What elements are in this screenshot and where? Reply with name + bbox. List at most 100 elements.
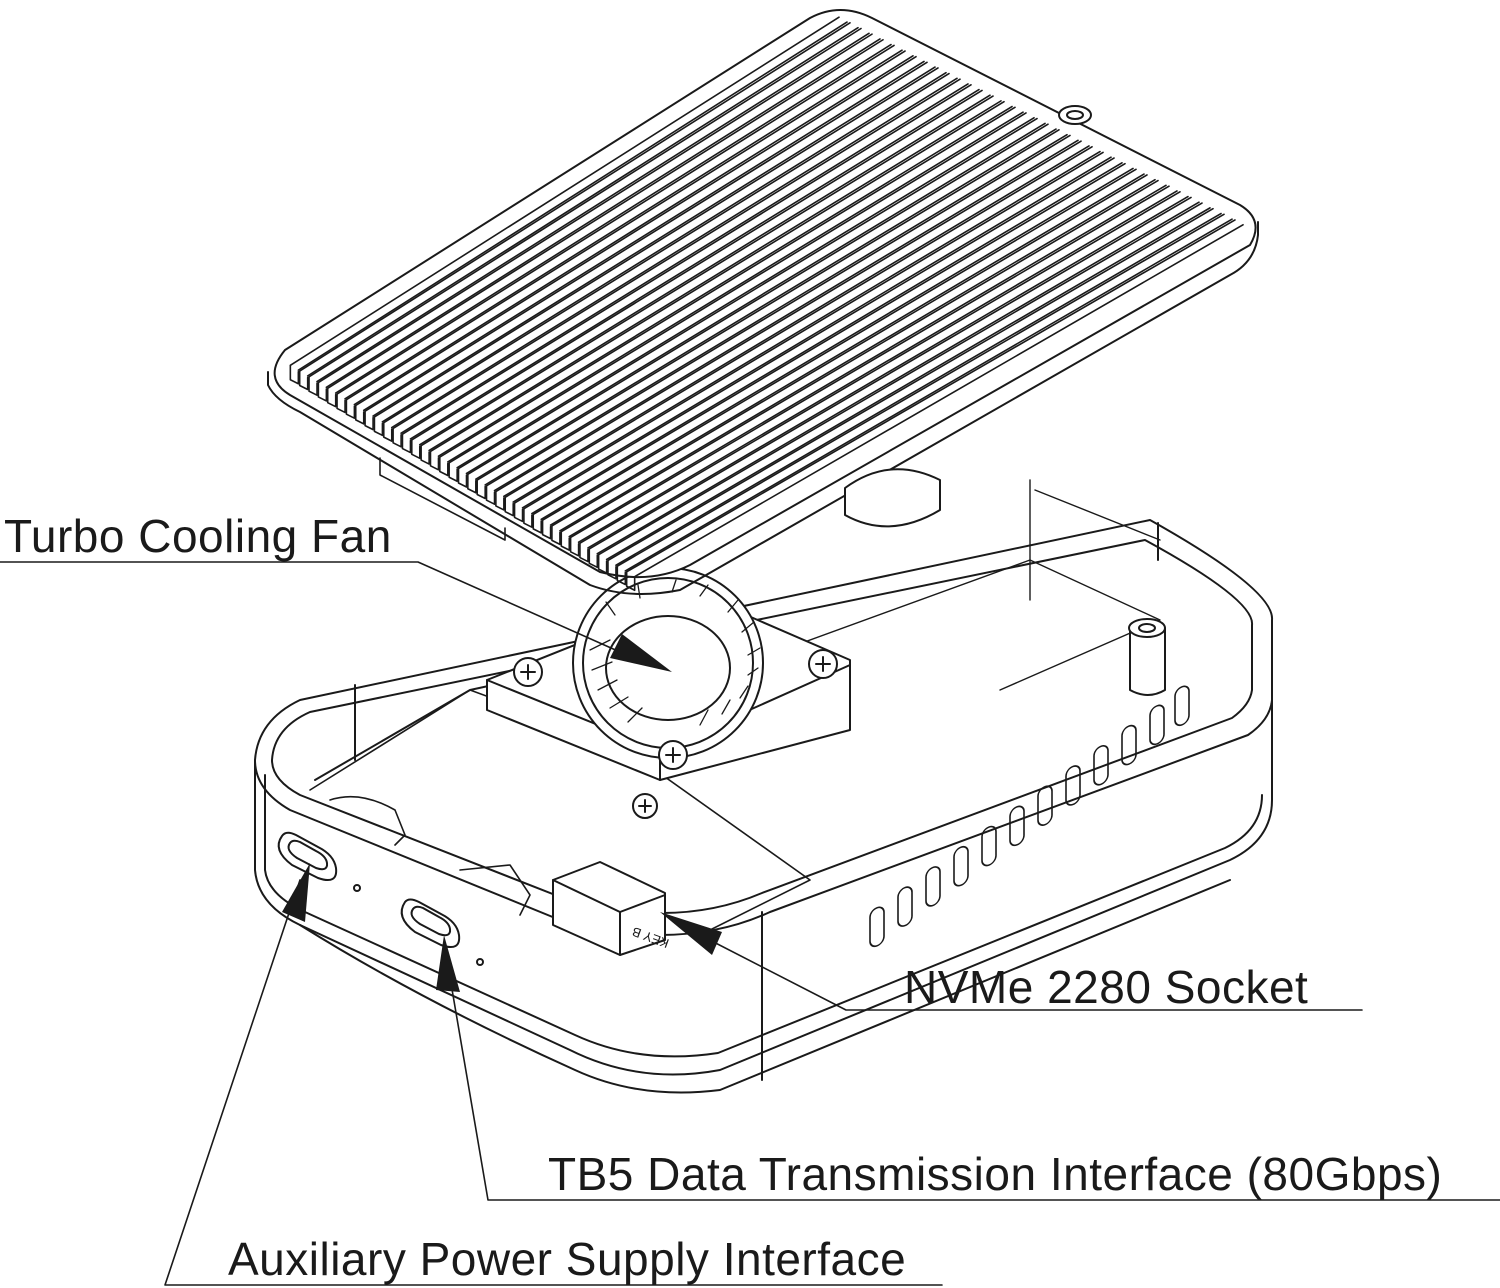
- heatsink-fin: [579, 191, 1181, 544]
- heatsink-fin: [409, 88, 980, 440]
- fin-edge-notch: [308, 376, 318, 397]
- fin-edge-notch: [457, 468, 468, 488]
- fin-edge-notch: [495, 491, 505, 511]
- callout-leaders: [0, 561, 1500, 1286]
- fin-edge-notch: [616, 565, 627, 586]
- fin-edge-notch: [532, 514, 543, 534]
- heatsink-fin: [504, 145, 1093, 499]
- fin-edge-notch: [382, 422, 393, 442]
- fin-edge-notch: [569, 537, 580, 557]
- heatsink-fin: [549, 173, 1145, 526]
- heatsink-fin: [362, 60, 925, 412]
- heatsink-fin: [336, 44, 895, 395]
- heatsink-fin: [354, 55, 917, 407]
- fin-edge-notch: [467, 473, 477, 494]
- fan-screws: [513, 649, 838, 819]
- heatsink-fin: [401, 84, 972, 435]
- fin-edge-notch: [485, 485, 496, 506]
- heatsink-fin: [447, 111, 1024, 463]
- heatsink-fin: [429, 100, 1005, 453]
- heatsink-fin: [616, 213, 1225, 567]
- heatsink-fin: [456, 116, 1035, 469]
- fin-edge-notch: [354, 405, 365, 425]
- fin-edge-notch: [326, 387, 337, 408]
- heatsink-fin: [418, 94, 991, 446]
- heatsink-fin: [625, 219, 1236, 573]
- callout-tb5-interface: TB5 Data Transmission Interface (80Gbps): [548, 1148, 1443, 1200]
- heatsink-fin: [448, 112, 1027, 464]
- fin-edge-notch: [523, 508, 533, 528]
- fin-edge-notch: [429, 450, 440, 471]
- fin-edge-notch: [289, 364, 300, 385]
- heatsink-fin: [298, 22, 851, 372]
- heatsink-fin: [344, 49, 903, 400]
- fin-edge-notch: [410, 439, 421, 460]
- heatsink-fin: [308, 27, 862, 378]
- heatsink-fin: [410, 89, 983, 441]
- fin-edge-notch: [560, 531, 571, 551]
- heatsink-fin: [289, 16, 840, 367]
- heatsink-fin: [559, 178, 1156, 532]
- fin-edge-notch: [317, 382, 328, 402]
- heatsink-fin: [495, 140, 1082, 493]
- heatsink-fin: [306, 26, 859, 377]
- fin-edge-notch: [476, 479, 486, 500]
- heatsink-fin: [484, 133, 1068, 486]
- heatsink-fin: [382, 72, 950, 424]
- heatsink-fin: [596, 201, 1200, 555]
- arrow-fan: [610, 634, 672, 672]
- heatsink-fin: [297, 21, 848, 371]
- fin-edge-notch: [625, 571, 636, 592]
- heatsink-fin: [541, 168, 1137, 522]
- usb-c-port-aux: [277, 831, 338, 881]
- heatsink-fin: [513, 151, 1104, 504]
- fin-edge-notch: [541, 519, 552, 540]
- heatsink-fin: [316, 32, 870, 383]
- heatsink-fin: [317, 33, 873, 384]
- heatsink-fin: [493, 139, 1079, 492]
- heatsink-fin: [503, 145, 1090, 498]
- leader-nvme: [699, 934, 1363, 1011]
- arrow-nvme: [660, 912, 722, 955]
- heatsink-fin: [372, 66, 936, 417]
- heatsink-fin: [465, 122, 1046, 475]
- fin-edge-notch: [588, 548, 599, 569]
- heatsink-fin: [624, 218, 1233, 572]
- heatsink-fin: [521, 156, 1112, 509]
- heatsink-fin: [326, 38, 884, 390]
- vent-slots: [869, 685, 1190, 948]
- fin-edge-notch: [364, 410, 374, 431]
- heatsink-fin: [345, 50, 906, 401]
- heatsink-fin: [428, 100, 1002, 452]
- fin-edge-notch: [336, 393, 346, 414]
- heatsink-fin: [485, 134, 1071, 487]
- callout-aux-power-interface: Auxiliary Power Supply Interface: [228, 1233, 907, 1285]
- heatsink-fin: [467, 123, 1049, 476]
- heatsink-fin: [597, 202, 1203, 556]
- heatsink-fin: [381, 71, 947, 423]
- fin-edge-notch: [401, 433, 412, 454]
- heatsink-fin: [633, 223, 1244, 578]
- heatsink-fin: [325, 38, 881, 389]
- enclosure-base: KEY B: [254, 479, 1274, 1094]
- heatsink-lid: [267, 9, 1259, 595]
- heatsink-fin: [577, 190, 1178, 544]
- fin-edge-notch: [392, 428, 402, 448]
- fin-edge-notch: [607, 559, 617, 580]
- heatsink-fin: [392, 78, 961, 430]
- leader-tb5: [446, 959, 1500, 1201]
- fin-edge-notch: [298, 370, 309, 391]
- heatsink-fin: [532, 162, 1126, 516]
- fin-edge-notch: [420, 445, 430, 465]
- heatsink-fin: [439, 106, 1016, 458]
- heatsink-fin: [551, 174, 1148, 527]
- heatsink-fin: [615, 212, 1222, 566]
- heatsink-fin: [353, 55, 914, 406]
- heatsink-fin: [560, 179, 1159, 533]
- heatsink-fin: [512, 150, 1101, 503]
- fin-edge-notch: [513, 502, 524, 523]
- heatsink-fin: [420, 95, 994, 447]
- heatsink-fin: [457, 117, 1038, 470]
